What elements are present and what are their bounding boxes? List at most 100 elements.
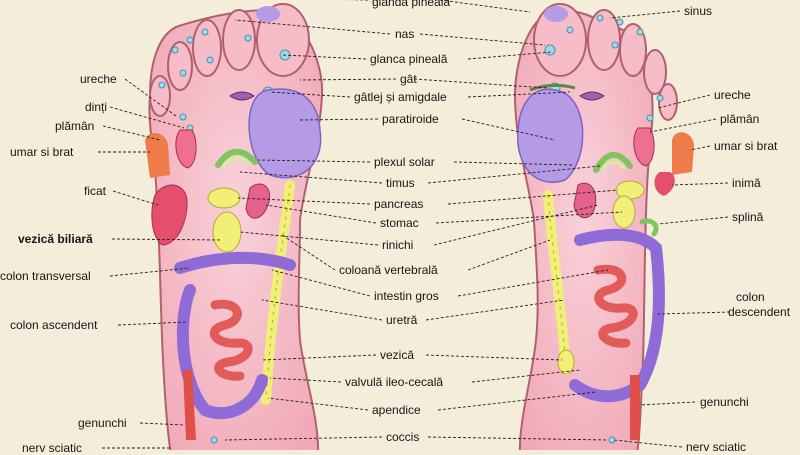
label-right-plaman: plămân xyxy=(720,112,760,126)
label-right-genunchi: genunchi xyxy=(700,395,749,409)
left-toe-2 xyxy=(222,9,256,71)
leader-line xyxy=(109,106,185,129)
label-intestin-gros: intestin gros xyxy=(374,289,439,303)
leader-line xyxy=(267,397,369,411)
leader-line xyxy=(657,216,729,225)
label-left-ficat: ficat xyxy=(84,184,107,198)
leader-line xyxy=(427,436,609,441)
leader-line xyxy=(427,165,601,184)
left-foot xyxy=(145,3,324,450)
leader-line xyxy=(261,354,377,361)
right-toe-3 xyxy=(619,23,647,77)
leader-line xyxy=(467,91,571,98)
leader-line xyxy=(613,439,683,448)
label-right-nerv-sciatic: nerv sciatic xyxy=(686,440,747,454)
leader-line xyxy=(299,118,379,121)
label-apendice: apendice xyxy=(372,403,421,417)
leader-line xyxy=(439,0,531,13)
label-paratiroide: paratiroide xyxy=(382,112,439,126)
leader-line xyxy=(269,91,351,98)
leader-line xyxy=(224,436,383,441)
label-nas: nas xyxy=(395,27,415,41)
left-eye-zone xyxy=(229,91,255,101)
label-coccis: coccis xyxy=(386,430,420,444)
leader-line xyxy=(657,94,711,109)
leader-line xyxy=(299,78,397,81)
leader-line xyxy=(457,269,609,297)
label-gat: gât xyxy=(400,72,417,86)
label-left-ureche: ureche xyxy=(80,72,117,86)
leader-line xyxy=(639,401,696,406)
leader-line xyxy=(109,267,191,277)
leader-line xyxy=(433,204,599,246)
leader-line xyxy=(237,197,371,205)
left-pancreas xyxy=(207,187,241,209)
right-spruce-spleen xyxy=(639,218,659,237)
leader-line xyxy=(671,182,729,186)
label-right-splina: splină xyxy=(732,210,764,224)
label-right-inima: inimă xyxy=(732,176,761,190)
label-vezica: vezică xyxy=(380,348,415,362)
label-left-plaman: plămân xyxy=(55,119,95,133)
label-plexul-solar: plexul solar xyxy=(374,155,435,169)
leader-line xyxy=(234,19,391,35)
left-lung xyxy=(175,129,197,169)
right-pineal-zone xyxy=(544,6,568,22)
label-coloana-vertebrala: coloană vertebrală xyxy=(339,263,438,277)
leader-line xyxy=(117,321,189,326)
leader-line xyxy=(437,391,597,411)
leader-line xyxy=(239,171,383,184)
label-valvula-ileo-cecala: valvulă ileo-cecală xyxy=(345,375,444,389)
label-left-colon-ascendent: colon ascendent xyxy=(10,318,98,332)
right-toe-5 xyxy=(658,83,678,121)
left-solar-plexus-zone xyxy=(248,88,322,179)
leader-line xyxy=(112,190,159,206)
right-shoulder xyxy=(672,132,694,175)
leader-line xyxy=(419,33,546,46)
leader-line xyxy=(447,189,619,205)
label-rinichi: rinichi xyxy=(382,238,414,252)
right-toe-4 xyxy=(643,49,667,95)
right-eye-zone xyxy=(579,91,605,101)
label-right-umar-si-brat: umar si brat xyxy=(714,139,778,153)
label-left-colon-transversal: colon transversal xyxy=(0,269,91,283)
leader-lines xyxy=(98,0,731,449)
right-solar-plexus-zone xyxy=(517,88,584,183)
leader-line xyxy=(689,145,711,151)
right-bladder xyxy=(557,349,575,375)
right-heart xyxy=(654,172,675,196)
left-toe-4 xyxy=(167,41,193,91)
label-left-vezica-biliara: vezică biliară xyxy=(18,232,93,246)
leader-line xyxy=(124,78,177,117)
leader-line xyxy=(609,10,681,19)
label-stomac: stomac xyxy=(380,216,419,230)
label-left-nerv-sciatic: nerv sciatic xyxy=(22,441,83,455)
right-stomach xyxy=(573,182,597,219)
left-pineal-zone xyxy=(256,6,280,22)
leader-line xyxy=(271,269,371,297)
label-left-genunchi: genunchi xyxy=(78,416,127,430)
right-lung xyxy=(633,127,655,167)
leader-line xyxy=(139,422,186,426)
label-gatlej-si-amigdale: gâtlej și amigdale xyxy=(354,90,447,104)
right-toe-2 xyxy=(587,9,621,71)
leader-line xyxy=(467,239,551,271)
leader-line xyxy=(413,78,549,89)
leader-line xyxy=(257,159,371,163)
leader-line xyxy=(282,54,367,60)
leader-line xyxy=(111,238,223,241)
leader-line xyxy=(461,118,556,141)
left-toe-3 xyxy=(192,19,222,77)
left-stomach xyxy=(245,183,270,219)
label-right-ureche: ureche xyxy=(714,88,751,102)
left-liver xyxy=(151,184,188,246)
label-uretra: uretră xyxy=(386,313,418,327)
left-colon xyxy=(174,251,296,420)
right-kidney xyxy=(612,195,636,229)
leader-line xyxy=(239,231,379,246)
leader-line xyxy=(649,118,717,133)
leader-line xyxy=(425,354,563,361)
leader-line xyxy=(265,204,377,224)
